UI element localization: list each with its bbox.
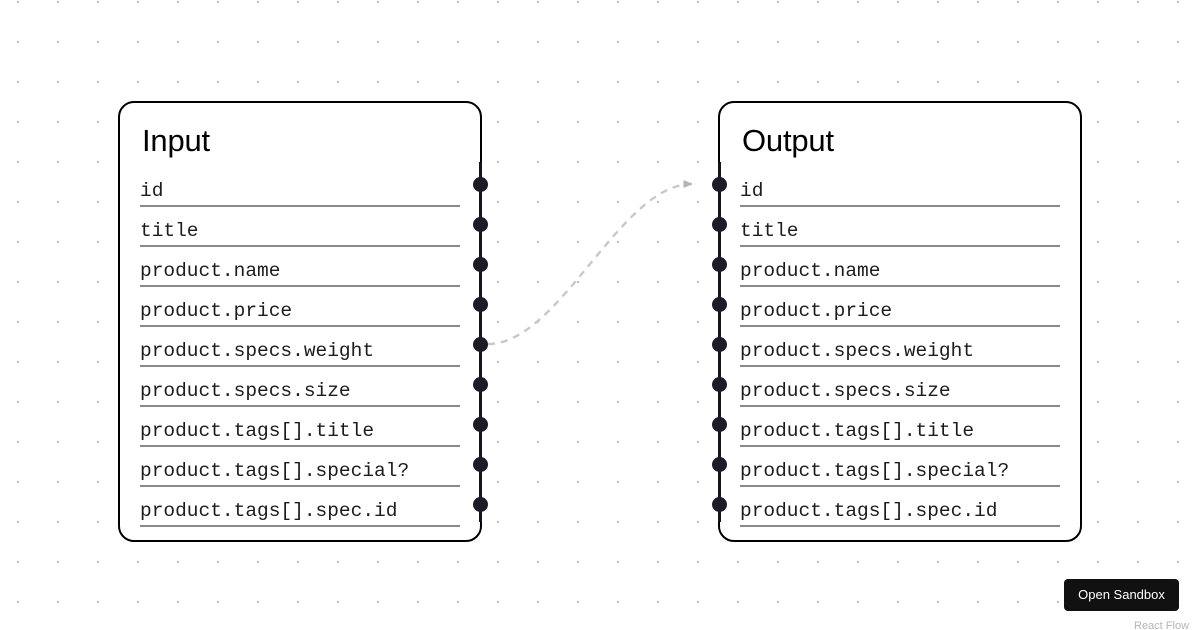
target-handle-tags-title[interactable] [712,417,727,432]
node-output[interactable]: Output id title product.name product.pri… [718,101,1082,542]
field-divider [740,205,1060,207]
field-row[interactable]: product.name [720,247,1080,287]
source-handle-tags-special[interactable] [473,457,488,472]
target-handle-product-specs-size[interactable] [712,377,727,392]
open-sandbox-button[interactable]: Open Sandbox [1064,579,1179,611]
field-label: product.name [140,260,281,282]
field-label: id [740,180,764,202]
field-label: product.tags[].special? [140,460,410,482]
node-input-title: Input [142,123,210,158]
field-divider [740,445,1060,447]
target-handle-product-name[interactable] [712,257,727,272]
field-row[interactable]: product.tags[].special? [120,447,480,487]
field-row[interactable]: product.tags[].spec.id [120,487,480,527]
field-label: product.tags[].title [140,420,375,442]
field-label: product.price [740,300,893,322]
field-row[interactable]: product.specs.weight [120,327,480,367]
source-handle-product-price[interactable] [473,297,488,312]
node-output-fields: id title product.name product.price prod… [720,167,1080,527]
field-row[interactable]: product.price [120,287,480,327]
node-input[interactable]: Input id title product.name product.pric… [118,101,482,542]
field-divider [140,325,460,327]
source-handle-tags-spec-id[interactable] [473,497,488,512]
node-input-fields: id title product.name product.price prod… [120,167,480,527]
field-label: product.price [140,300,293,322]
field-row[interactable]: title [120,207,480,247]
field-label: product.specs.weight [140,340,375,362]
source-handle-product-specs-size[interactable] [473,377,488,392]
field-label: product.tags[].title [740,420,975,442]
target-handle-tags-spec-id[interactable] [712,497,727,512]
field-divider [740,485,1060,487]
field-divider [140,285,460,287]
field-label: product.name [740,260,881,282]
field-divider [740,365,1060,367]
field-divider [140,365,460,367]
field-divider [140,205,460,207]
field-label: product.tags[].spec.id [140,500,398,522]
target-handle-tags-special[interactable] [712,457,727,472]
target-handle-product-price[interactable] [712,297,727,312]
field-divider [740,245,1060,247]
field-divider [740,325,1060,327]
source-handle-title[interactable] [473,217,488,232]
node-output-title: Output [742,123,834,158]
field-row[interactable]: title [720,207,1080,247]
target-handle-title[interactable] [712,217,727,232]
field-row[interactable]: product.tags[].title [120,407,480,447]
field-divider [140,445,460,447]
target-handle-product-specs-weight[interactable] [712,337,727,352]
field-row[interactable]: product.tags[].title [720,407,1080,447]
field-divider [740,285,1060,287]
field-label: product.tags[].spec.id [740,500,998,522]
field-divider [140,525,460,527]
field-label: product.specs.weight [740,340,975,362]
field-divider [140,405,460,407]
field-divider [140,485,460,487]
field-row[interactable]: product.tags[].special? [720,447,1080,487]
field-label: product.tags[].special? [740,460,1010,482]
field-divider [740,405,1060,407]
field-label: product.specs.size [740,380,951,402]
field-row[interactable]: product.specs.weight [720,327,1080,367]
field-row[interactable]: product.name [120,247,480,287]
source-handle-id[interactable] [473,177,488,192]
source-handle-product-specs-weight[interactable] [473,337,488,352]
field-row[interactable]: product.price [720,287,1080,327]
field-row[interactable]: id [720,167,1080,207]
source-handle-product-name[interactable] [473,257,488,272]
target-handle-id[interactable] [712,177,727,192]
field-divider [140,245,460,247]
field-label: product.specs.size [140,380,351,402]
field-divider [740,525,1060,527]
field-row[interactable]: product.specs.size [120,367,480,407]
react-flow-attribution[interactable]: React Flow [1134,620,1190,630]
edge-weight-to-id[interactable] [487,180,693,346]
field-row[interactable]: id [120,167,480,207]
field-label: title [140,220,199,242]
field-row[interactable]: product.specs.size [720,367,1080,407]
field-row[interactable]: product.tags[].spec.id [720,487,1080,527]
field-label: title [740,220,799,242]
field-label: id [140,180,164,202]
source-handle-tags-title[interactable] [473,417,488,432]
